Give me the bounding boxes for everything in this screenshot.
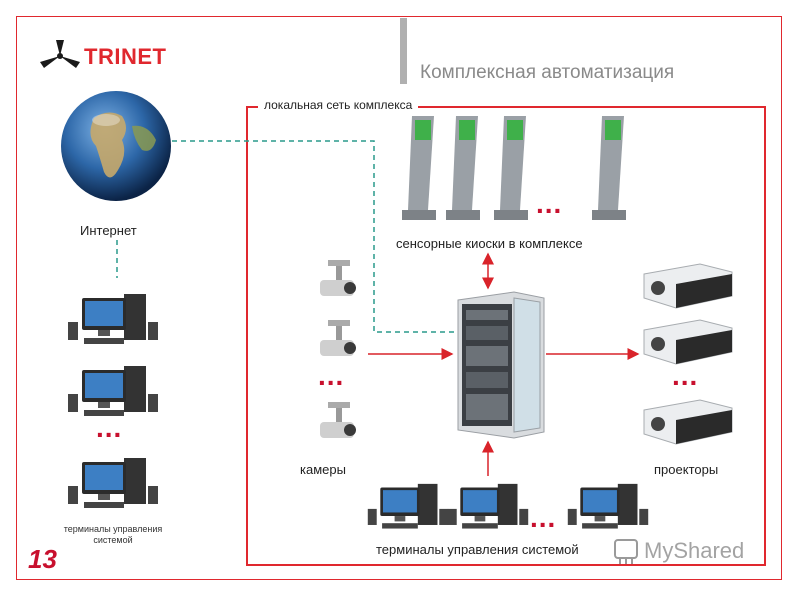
computer-icon xyxy=(567,483,649,529)
ellipsis-cameras: ... xyxy=(318,360,345,391)
cameras-label: камеры xyxy=(300,462,346,477)
internet-dashed-link xyxy=(116,140,456,333)
ellipsis-kiosks: ... xyxy=(536,188,563,219)
terminals-bottom-label: терминалы управления системой xyxy=(376,542,579,557)
watermark-text: MyShared xyxy=(644,538,745,563)
trinet-logo-icon xyxy=(40,40,80,68)
projectors-label: проекторы xyxy=(654,462,719,477)
computer-icon xyxy=(447,483,529,529)
kiosk-icon xyxy=(402,116,436,220)
computer-icon xyxy=(68,458,158,508)
kiosk-icon xyxy=(592,116,626,220)
kiosks-label: сенсорные киоски в комплексе xyxy=(396,236,583,251)
local-network-frame xyxy=(246,106,766,566)
projector-icon xyxy=(643,319,733,365)
terminals-left-label-line2: системой xyxy=(93,535,133,545)
ellipsis-terminals: ... xyxy=(530,502,557,533)
kiosk-icon xyxy=(494,116,528,220)
logo-text: TRINET xyxy=(84,44,167,69)
page-number: 13 xyxy=(28,544,57,574)
terminals-left-label: терминалы управления системой xyxy=(48,524,178,546)
camera-icon xyxy=(320,320,356,356)
slide-frame xyxy=(16,16,782,580)
computer-icon xyxy=(367,483,449,529)
watermark-icon xyxy=(614,539,638,564)
local-network-label: локальная сеть комплекса xyxy=(258,98,419,112)
computer-icon xyxy=(68,294,158,344)
server-rack-icon xyxy=(457,291,545,439)
internet-label: Интернет xyxy=(80,223,137,238)
terminals-left-label-line1: терминалы управления xyxy=(63,524,163,534)
slide-title: Комплексная автоматизация xyxy=(420,62,675,83)
camera-icon xyxy=(320,260,356,296)
globe-icon xyxy=(61,91,171,201)
projector-icon xyxy=(643,399,733,445)
ellipsis-projectors: ... xyxy=(672,360,699,391)
projector-icon xyxy=(643,263,733,309)
title-divider xyxy=(400,18,407,84)
camera-icon xyxy=(320,402,356,438)
ellipsis-left: ... xyxy=(96,412,123,443)
kiosk-icon xyxy=(446,116,480,220)
computer-icon xyxy=(68,366,158,416)
